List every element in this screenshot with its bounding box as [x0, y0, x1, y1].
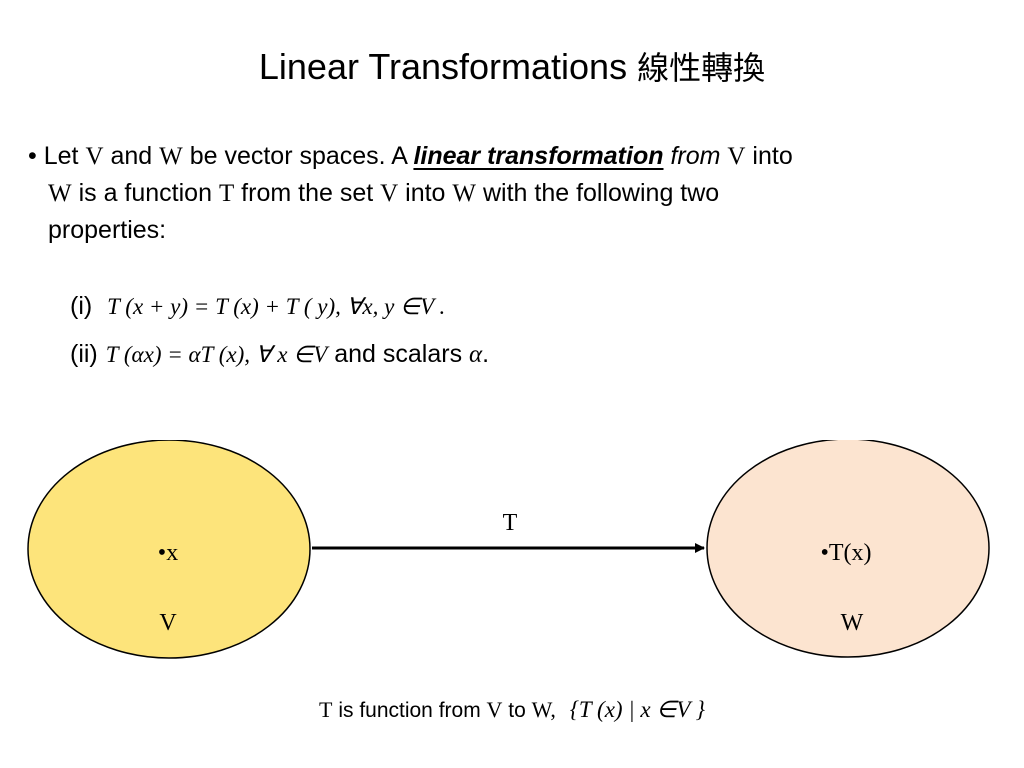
caption-symbol-w: W,: [531, 697, 556, 722]
property-text-scalars: and scalars: [334, 340, 463, 368]
bullet-line-1: • Let V and W be vector spaces. A linear…: [28, 138, 998, 175]
domain-set-ellipse: [27, 440, 311, 659]
title-cjk: 線性轉換: [637, 49, 766, 87]
text-from: from: [670, 142, 721, 170]
definition-bullet: • Let V and W be vector spaces. A linear…: [28, 138, 998, 248]
bullet-line-2: W is a function T from the set V into W …: [28, 175, 998, 212]
symbol-v: V: [85, 143, 104, 170]
slide-title: Linear Transformations 線性轉換: [0, 44, 1024, 91]
text-into: into: [752, 142, 793, 170]
bullet-marker: •: [28, 142, 37, 170]
caption-text-to: to: [508, 699, 526, 722]
caption-symbol-v: V: [486, 697, 503, 722]
caption-text-function-from: is function from: [338, 699, 481, 722]
symbol-t: T: [218, 180, 235, 207]
arrow-label: T: [503, 510, 518, 536]
domain-point-label: •x: [158, 540, 178, 566]
period: .: [482, 340, 490, 368]
symbol-w: W: [48, 180, 72, 207]
property-label-i: (i): [70, 292, 93, 320]
property-formula-ii: T (αx) = αT (x), ∀ x ∈V: [105, 342, 328, 367]
symbol-v: V: [380, 180, 399, 207]
caption-symbol-t: T: [319, 697, 333, 722]
domain-set-label: V: [159, 610, 177, 636]
symbol-w: W: [159, 143, 183, 170]
symbol-v: V: [727, 143, 746, 170]
caption: T is function from V to W, {T (x) | x ∈V…: [0, 694, 1024, 727]
text-into: into: [405, 179, 446, 207]
property-formula-i: T (x + y) = T (x) + T ( y), ∀x, y ∈V .: [107, 294, 446, 319]
property-additivity: (i) T (x + y) = T (x) + T ( y), ∀x, y ∈V…: [70, 290, 445, 323]
mapping-diagram: T •x V •T(x) W: [27, 440, 990, 659]
text-is-a-function: is a function: [78, 179, 212, 207]
text-and: and: [110, 142, 153, 170]
title-text: Linear Transformations: [258, 46, 628, 87]
text-with-two: with the following two: [482, 179, 720, 207]
caption-image-set: {T (x) | x ∈V }: [569, 697, 705, 722]
text-from-the-set: from the set: [241, 179, 374, 207]
codomain-set-ellipse: [706, 440, 990, 658]
symbol-w: W: [452, 180, 477, 207]
text-properties: properties:: [48, 216, 167, 244]
bullet-line-3: properties:: [28, 212, 998, 248]
text-let: Let: [43, 142, 79, 170]
property-label-ii: (ii): [70, 340, 98, 368]
codomain-point-label: •T(x): [820, 540, 871, 566]
symbol-alpha: α: [469, 341, 483, 368]
term-linear-transformation: linear transformation: [413, 142, 664, 170]
property-homogeneity: (ii)T (αx) = αT (x), ∀ x ∈V and scalars …: [70, 338, 489, 371]
text-be-vector-spaces: be vector spaces. A: [189, 142, 407, 170]
codomain-set-label: W: [841, 610, 864, 636]
